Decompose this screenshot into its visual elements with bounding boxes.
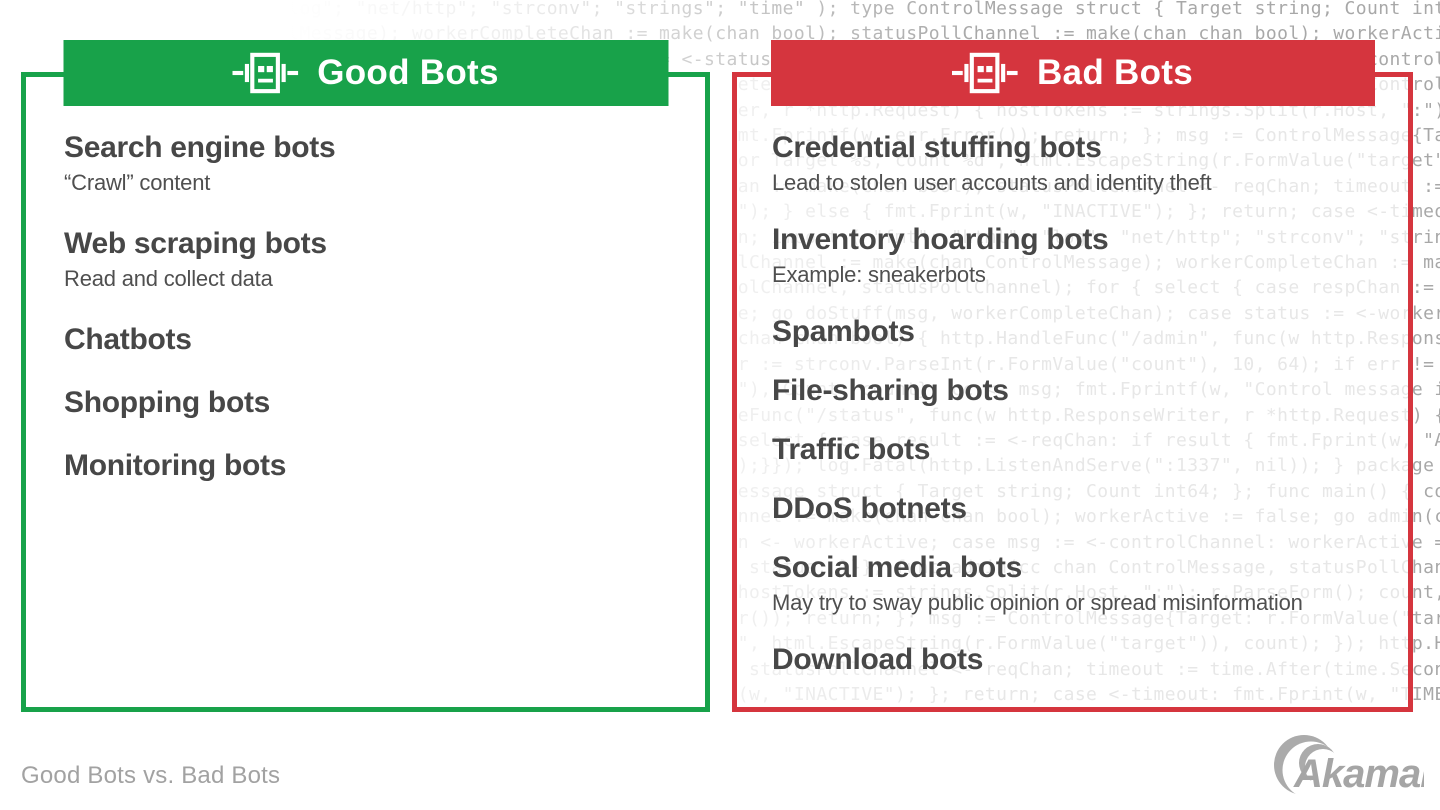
bot-type-title: Download bots bbox=[772, 643, 984, 676]
bot-type-title: Search engine bots bbox=[64, 131, 336, 164]
bot-type-description: “Crawl” content bbox=[64, 170, 211, 195]
list-item: Chatbots bbox=[64, 324, 685, 355]
bot-type-title: Monitoring bots bbox=[64, 449, 287, 482]
bot-type-title: File-sharing bots bbox=[772, 374, 1009, 407]
robot-icon bbox=[951, 52, 1018, 94]
list-item: Credential stuffing bots Lead to stolen … bbox=[772, 132, 1388, 196]
list-item: Web scraping bots Read and collect data bbox=[64, 228, 685, 292]
bot-type-title: Chatbots bbox=[64, 323, 192, 356]
bot-type-description: Lead to stolen user accounts and identit… bbox=[772, 170, 1212, 195]
list-item: Monitoring bots bbox=[64, 450, 685, 481]
bot-type-title: Web scraping bots bbox=[64, 227, 327, 260]
bad-bots-list: Credential stuffing bots Lead to stolen … bbox=[737, 77, 1408, 675]
bot-type-title: Social media bots bbox=[772, 551, 1022, 584]
panel-title: Bad Bots bbox=[1036, 53, 1194, 92]
bot-type-title: DDoS botnets bbox=[772, 492, 967, 525]
bot-type-title: Spambots bbox=[772, 315, 915, 348]
list-item: Download bots bbox=[772, 644, 1388, 675]
list-item: Search engine bots “Crawl” content bbox=[64, 132, 685, 196]
list-item: Spambots bbox=[772, 316, 1388, 347]
bot-type-title: Inventory hoarding bots bbox=[772, 223, 1109, 256]
bot-type-title: Shopping bots bbox=[64, 386, 271, 419]
robot-icon bbox=[232, 52, 298, 94]
list-item: File-sharing bots bbox=[772, 375, 1388, 406]
bad-bots-panel: Bad Bots Credential stuffing bots Lead t… bbox=[732, 40, 1413, 712]
list-item: Inventory hoarding bots Example: sneaker… bbox=[772, 224, 1388, 288]
list-item: Social media bots May try to sway public… bbox=[772, 552, 1388, 616]
bot-type-description: Example: sneakerbots bbox=[772, 262, 986, 287]
panel-title: Good Bots bbox=[317, 53, 499, 92]
good-bots-list: Search engine bots “Crawl” content Web s… bbox=[26, 77, 705, 481]
bot-type-description: Read and collect data bbox=[64, 266, 273, 291]
footer-caption: Good Bots vs. Bad Bots bbox=[21, 762, 281, 789]
list-item: Shopping bots bbox=[64, 387, 685, 418]
bot-type-title: Traffic bots bbox=[772, 433, 931, 466]
good-bots-panel: Good Bots Search engine bots “Crawl” con… bbox=[21, 40, 710, 712]
bot-type-title: Credential stuffing bots bbox=[772, 131, 1102, 164]
akamai-logo: Akamai bbox=[1266, 729, 1433, 806]
bot-type-description: May try to sway public opinion or spread… bbox=[772, 590, 1303, 615]
bad-bots-header: Bad Bots bbox=[770, 40, 1375, 106]
list-item: DDoS botnets bbox=[772, 493, 1388, 524]
panel-gap bbox=[708, 68, 734, 714]
good-bots-header: Good Bots bbox=[63, 40, 668, 106]
akamai-logo-text: Akamai bbox=[1293, 752, 1424, 796]
list-item: Traffic bots bbox=[772, 434, 1388, 465]
